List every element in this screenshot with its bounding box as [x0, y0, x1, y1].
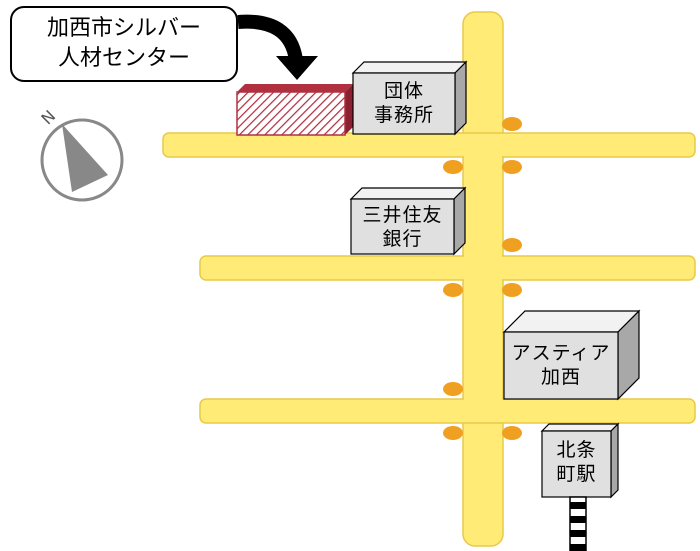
road-east-west-2 [199, 255, 696, 281]
label-mitsui-line1: 三井住友 [362, 204, 443, 226]
label-astia-line1: アスティア [511, 342, 611, 364]
signal-dot [443, 426, 463, 440]
label-astia-line2: 加西 [540, 366, 581, 388]
signal-dot [502, 283, 522, 297]
callout-silver-center: 加西市シルバー 人材センター [10, 6, 238, 82]
label-station-line1: 北条 [556, 439, 597, 461]
building-station [540, 422, 620, 499]
label-station: 北条 町駅 [542, 438, 611, 486]
signal-dot [443, 283, 463, 297]
road-east-west-1 [162, 132, 696, 158]
signal-dot [502, 117, 522, 131]
signal-dot [443, 382, 463, 396]
label-dantai-line2: 事務所 [373, 104, 434, 126]
label-dantai: 団体 事務所 [353, 79, 455, 127]
compass-north-label: N [37, 106, 59, 128]
signal-dot [502, 160, 522, 174]
signal-dot [502, 238, 522, 252]
road-crossings [464, 134, 502, 422]
label-astia: アスティア 加西 [504, 341, 618, 389]
target-building [236, 84, 353, 136]
building-astia [502, 309, 641, 401]
signal-dot [502, 426, 522, 440]
traffic-signals [443, 117, 522, 440]
pointer-arrow [237, 14, 318, 80]
roads [162, 11, 696, 547]
label-station-line2: 町駅 [556, 463, 597, 485]
compass-icon: N [37, 106, 124, 202]
callout-line2: 人材センター [57, 46, 190, 71]
label-mitsui: 三井住友 銀行 [351, 203, 454, 251]
label-dantai-line1: 団体 [383, 80, 424, 102]
railway-track [569, 496, 587, 551]
signal-dot [443, 160, 463, 174]
building-dantai [351, 60, 468, 136]
callout-line1: 加西市シルバー [46, 16, 201, 41]
label-mitsui-line2: 銀行 [382, 228, 423, 250]
road-east-west-3 [199, 398, 696, 424]
building-mitsui [349, 186, 467, 256]
